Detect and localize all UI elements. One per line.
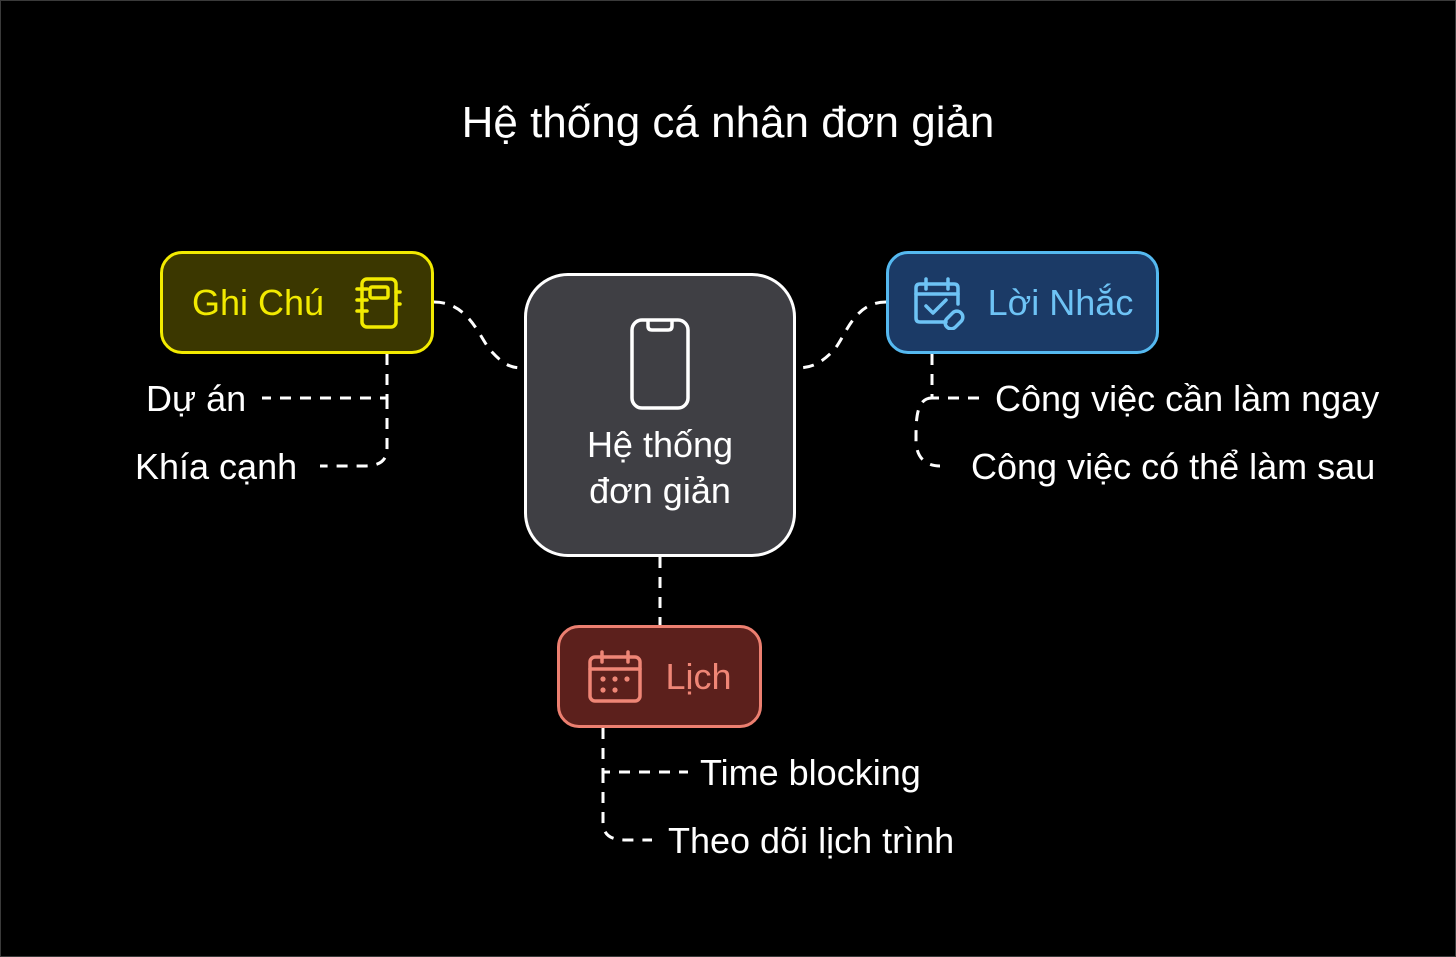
connector-lich-theodoi (601, 772, 652, 842)
phone-icon (630, 318, 690, 410)
lich-label: Lịch (665, 655, 732, 697)
diagram-title: Hệ thống cá nhân đơn giản (461, 98, 995, 147)
leaf-theo-doi-lich-trinh: Theo dõi lịch trình (668, 820, 955, 861)
ghi-chu-label: Ghi Chú (191, 281, 325, 323)
leaf-time-blocking: Time blocking (700, 752, 921, 793)
notebook-icon (355, 276, 402, 329)
connector-loinhac-item2 (914, 396, 941, 468)
center-node: Hệ thống đơn giản (524, 273, 796, 557)
ghi-chu-node: Ghi Chú (160, 251, 434, 354)
calendar-icon (588, 649, 643, 703)
center-node-label: Hệ thống đơn giản (550, 422, 770, 514)
leaf-du-an: Dự án (146, 378, 247, 419)
connector-ghichu-duan (262, 354, 389, 400)
center-label-line1: Hệ thống (586, 424, 734, 465)
loi-nhac-label: Lời Nhắc (987, 281, 1134, 323)
connector-lich-timeblocking (601, 728, 688, 774)
leaf-cong-viec-co-the-lam-sau: Công việc có thể làm sau (971, 446, 1376, 487)
leaf-khia-canh: Khía cạnh (135, 446, 298, 487)
connector-loinhac-center (795, 300, 887, 370)
leaf-cong-viec-can-lam-ngay: Công việc cần làm ngay (995, 378, 1380, 419)
loi-nhac-node: Lời Nhắc (886, 251, 1159, 354)
calendar-check-icon (913, 276, 965, 330)
connector-ghichu-khiacanh (320, 398, 389, 468)
lich-node: Lịch (557, 625, 762, 728)
connector-ghichu-center (433, 300, 525, 370)
center-label-line2: đơn giản (589, 470, 731, 511)
connector-loinhac-item1 (930, 354, 985, 400)
